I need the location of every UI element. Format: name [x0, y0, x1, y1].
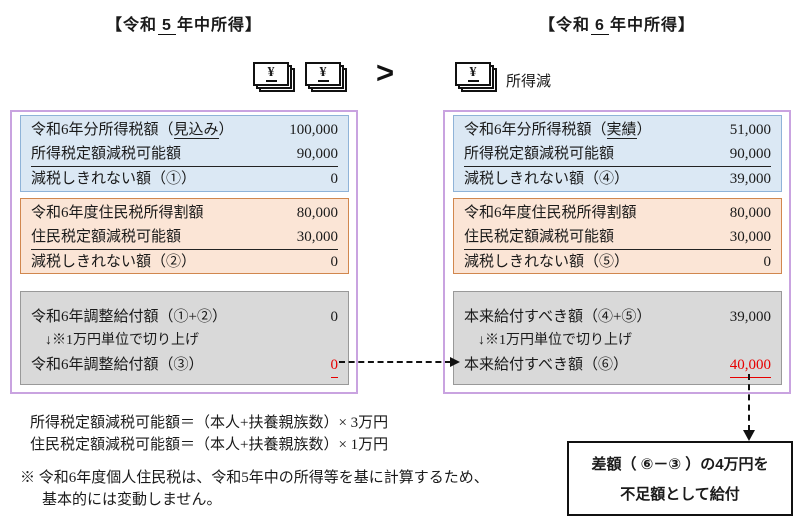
row-value: 39,000	[729, 171, 771, 187]
yen-symbol: ¥	[317, 65, 329, 83]
note-line2: 基本的には変動しません。	[42, 492, 222, 508]
title-year: 6	[591, 17, 609, 35]
dashed-arrow-vertical	[748, 374, 750, 431]
row-value: 30,000	[296, 229, 338, 245]
note-line1: ※ 令和6年度個人住民税は、令和5年中の所得等を基に計算するため、	[20, 470, 489, 486]
row-label: 令和6年度住民税所得割額	[464, 205, 637, 221]
row-label: 令和6年調整給付額（③）	[31, 357, 204, 373]
row-value: 0	[763, 254, 772, 270]
income-decrease-label: 所得減	[506, 74, 552, 90]
label-text: 令和6年分所得税額（	[464, 122, 607, 138]
left-income-tax-box: 令和6年分所得税額（見込み） 100,000 所得税定額減税可能額 90,000…	[20, 115, 349, 192]
benefit-sum-row: 本来給付すべき額（④+⑤） 39,000	[464, 305, 771, 329]
row-value: 30,000	[729, 229, 771, 245]
label-text: ）	[218, 122, 234, 138]
row-value: 80,000	[296, 205, 338, 221]
benefit-final-row: 本来給付すべき額（⑥） 40,000	[464, 353, 771, 378]
result-line1: 差額（ ⑥－③ ）の4万円を	[591, 456, 769, 473]
remainder-row: 減税しきれない額（④） 39,000	[464, 167, 771, 191]
row-label: 令和6年調整給付額（①+②）	[31, 309, 227, 325]
right-income-tax-box: 令和6年分所得税額（実績） 51,000 所得税定額減税可能額 90,000 減…	[453, 115, 782, 192]
right-panel: 令和6年分所得税額（実績） 51,000 所得税定額減税可能額 90,000 減…	[443, 110, 791, 394]
benefit-final-row: 令和6年調整給付額（③） 0	[31, 353, 338, 378]
formula-resident-tax: 住民税定額減税可能額＝（本人+扶養親族数）× 1万円	[30, 437, 389, 453]
row-value: 0	[330, 254, 339, 270]
row-label: 所得税定額減税可能額	[31, 146, 182, 162]
arrowhead-right-icon	[450, 357, 460, 367]
result-line2: 不足額として給付	[620, 486, 740, 503]
label-text: ）	[636, 122, 652, 138]
income-tax-row: 令和6年分所得税額（見込み） 100,000	[31, 118, 338, 142]
row-value: 80,000	[729, 205, 771, 221]
yen-banknotes-icon: ¥	[455, 62, 499, 94]
row-value: 39,000	[729, 309, 771, 325]
row-label: 減税しきれない額（④）	[464, 171, 630, 187]
resident-tax-row: 令和6年度住民税所得割額 80,000	[31, 201, 338, 225]
row-value: 51,000	[729, 122, 771, 138]
row-label: 減税しきれない額（⑤）	[464, 254, 630, 270]
yen-symbol: ¥	[265, 65, 277, 83]
label-emphasis: 見込み	[173, 122, 219, 139]
title-suffix: 年中所得】	[176, 17, 262, 34]
row-label: 減税しきれない額（②）	[31, 254, 197, 270]
arrowhead-down-icon	[743, 430, 755, 441]
row-value: 0	[330, 309, 339, 325]
title-prefix: 【令和	[539, 17, 591, 34]
greater-than-symbol: >	[376, 55, 395, 90]
rounding-note: ↓※1万円単位で切り上げ	[478, 333, 632, 348]
yen-symbol: ¥	[467, 65, 479, 83]
right-resident-tax-box: 令和6年度住民税所得割額 80,000 住民税定額減税可能額 30,000 減税…	[453, 198, 782, 274]
banknote-front-icon: ¥	[455, 62, 491, 86]
row-label: 所得税定額減税可能額	[464, 146, 615, 162]
banknote-front-icon: ¥	[305, 62, 341, 86]
banknote-front-icon: ¥	[253, 62, 289, 86]
yen-banknotes-icon: ¥	[305, 62, 349, 94]
deductible-row: 住民税定額減税可能額 30,000	[464, 225, 771, 250]
resident-tax-row: 令和6年度住民税所得割額 80,000	[464, 201, 771, 225]
label-text: 令和6年分所得税額（	[31, 122, 174, 138]
benefit-sum-row: 令和6年調整給付額（①+②） 0	[31, 305, 338, 329]
row-label: 住民税定額減税可能額	[31, 229, 182, 245]
remainder-row: 減税しきれない額（②） 0	[31, 250, 338, 274]
left-benefit-box: 令和6年調整給付額（①+②） 0 ↓※1万円単位で切り上げ 令和6年調整給付額（…	[20, 291, 349, 385]
row-value: 100,000	[289, 122, 338, 138]
row-label: 令和6年度住民税所得割額	[31, 205, 204, 221]
remainder-row: 減税しきれない額（⑤） 0	[464, 250, 771, 274]
right-benefit-box: 本来給付すべき額（④+⑤） 39,000 ↓※1万円単位で切り上げ 本来給付すべ…	[453, 291, 782, 385]
left-panel: 令和6年分所得税額（見込み） 100,000 所得税定額減税可能額 90,000…	[10, 110, 358, 394]
row-value: 90,000	[296, 146, 338, 162]
row-label: 令和6年分所得税額（実績）	[464, 118, 652, 142]
row-label: 減税しきれない額（①）	[31, 171, 197, 187]
rounding-note: ↓※1万円単位で切り上げ	[45, 333, 199, 348]
label-emphasis: 実績	[606, 122, 637, 139]
deductible-row: 所得税定額減税可能額 90,000	[464, 142, 771, 167]
shortfall-benefit-box: 差額（ ⑥－③ ）の4万円を 不足額として給付	[567, 441, 793, 516]
row-value-highlight: 40,000	[729, 353, 771, 378]
row-label: 本来給付すべき額（④+⑤）	[464, 309, 652, 325]
left-resident-tax-box: 令和6年度住民税所得割額 80,000 住民税定額減税可能額 30,000 減税…	[20, 198, 349, 274]
row-label: 本来給付すべき額（⑥）	[464, 357, 628, 373]
row-value-highlight: 0	[330, 353, 338, 378]
title-suffix: 年中所得】	[609, 17, 695, 34]
income-tax-row: 令和6年分所得税額（実績） 51,000	[464, 118, 771, 142]
title-year: 5	[158, 17, 176, 35]
deductible-row: 住民税定額減税可能額 30,000	[31, 225, 338, 250]
title-prefix: 【令和	[106, 17, 158, 34]
yen-banknotes-icon: ¥	[253, 62, 297, 94]
row-label: 令和6年分所得税額（見込み）	[31, 118, 234, 142]
row-value: 90,000	[729, 146, 771, 162]
dashed-arrow-horizontal	[339, 361, 451, 363]
deductible-row: 所得税定額減税可能額 90,000	[31, 142, 338, 167]
row-label: 住民税定額減税可能額	[464, 229, 615, 245]
row-value: 0	[330, 171, 339, 187]
formula-income-tax: 所得税定額減税可能額＝（本人+扶養親族数）× 3万円	[30, 415, 389, 431]
remainder-row: 減税しきれない額（①） 0	[31, 167, 338, 191]
